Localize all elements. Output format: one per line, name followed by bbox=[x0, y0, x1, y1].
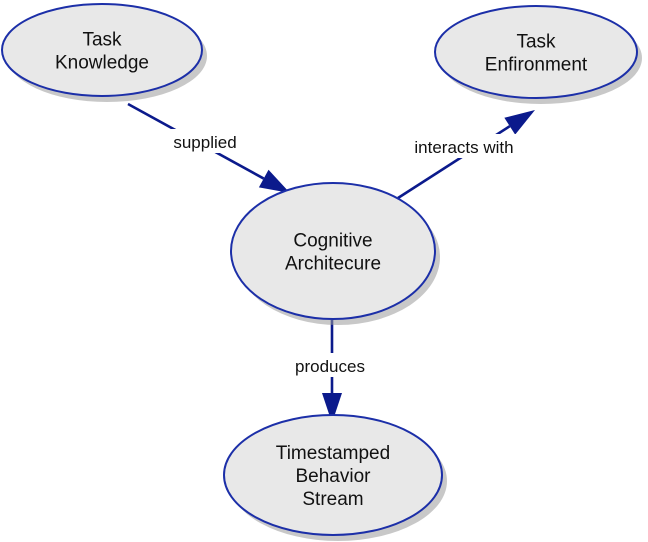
arrowhead bbox=[322, 393, 342, 423]
nodes-layer: TaskKnowledgeTaskEnfironmentCognitiveArc… bbox=[1, 3, 642, 541]
edge-interacts-with: interacts with bbox=[397, 110, 535, 200]
edges-layer: supplied interacts with produces bbox=[127, 102, 535, 423]
node-ellipse bbox=[434, 5, 638, 99]
edge-label: produces bbox=[295, 357, 365, 376]
edge-label: supplied bbox=[173, 133, 236, 152]
node-label-line: Cognitive bbox=[293, 231, 372, 252]
node-label-line: Stream bbox=[302, 489, 363, 510]
node-label-line: Architecure bbox=[285, 254, 381, 275]
node-ellipse bbox=[1, 3, 203, 97]
node-label-line: Timestamped bbox=[276, 443, 390, 464]
arrowhead bbox=[258, 169, 290, 193]
node-label-line: Task bbox=[516, 32, 556, 53]
node-label-line: Knowledge bbox=[55, 53, 149, 74]
node-ellipse bbox=[223, 414, 443, 536]
arrowhead bbox=[504, 110, 535, 135]
edge-produces: produces bbox=[284, 320, 376, 423]
edge-label-background bbox=[400, 134, 528, 158]
edge-label-background bbox=[161, 129, 249, 153]
edge-label-background bbox=[284, 353, 376, 377]
node-label-line: Enfironment bbox=[485, 55, 588, 76]
node-ellipse bbox=[230, 182, 436, 320]
edge-label: interacts with bbox=[414, 138, 513, 157]
edge-supplied: supplied bbox=[127, 102, 290, 193]
node-label-line: Task bbox=[82, 30, 122, 51]
node-label-line: Behavior bbox=[296, 466, 372, 487]
